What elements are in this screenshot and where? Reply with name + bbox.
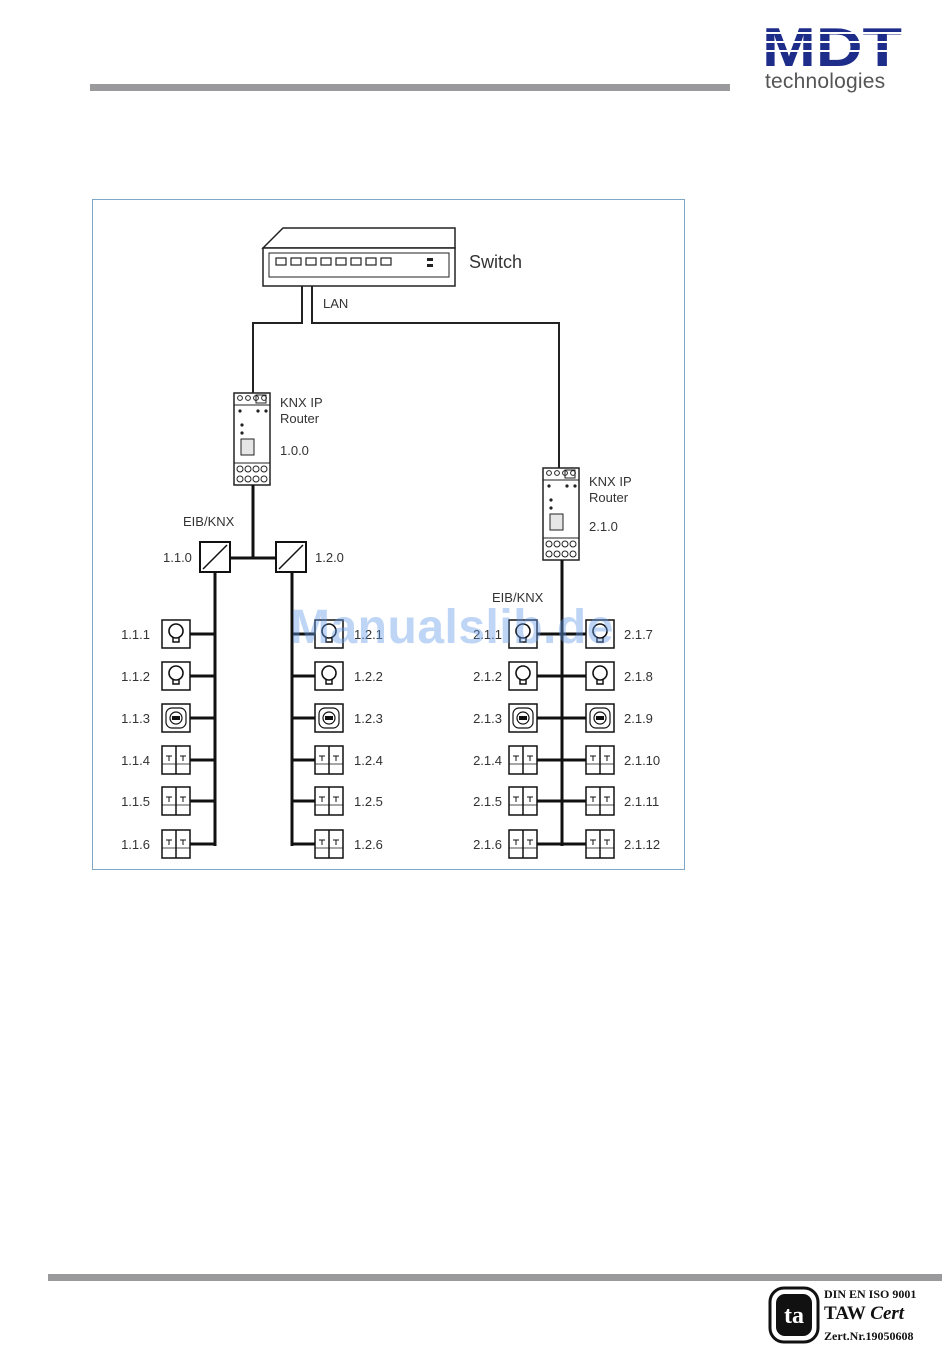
device-address-label: 2.1.6 [473, 837, 502, 852]
sensor-device-icon [314, 703, 344, 733]
pushbutton-device-icon [161, 786, 191, 816]
device-address-label: 1.2.3 [354, 711, 383, 726]
mdt-logo: MDT technologies [762, 22, 912, 98]
pushbutton-device-icon [161, 745, 191, 775]
cert-number: Zert.Nr.19050608 [824, 1329, 914, 1343]
lan-cable-router-1 [252, 286, 303, 393]
lamp-device-icon [161, 661, 191, 691]
device-address-label: 1.1.2 [121, 669, 150, 684]
pushbutton-device-icon [161, 829, 191, 859]
cert-issuer: TAW Cert [824, 1303, 905, 1324]
device-address-label: 1.2.5 [354, 794, 383, 809]
device-address-label: 2.1.10 [624, 753, 660, 768]
knx-ip-router-2-icon [542, 467, 580, 561]
device-address-label: 2.1.7 [624, 627, 653, 642]
sensor-device-icon [585, 703, 615, 733]
pushbutton-device-icon [508, 745, 538, 775]
coupler-1-address: 1.1.0 [163, 550, 192, 565]
footer-rule [48, 1274, 942, 1281]
svg-text:ta: ta [784, 1303, 804, 1329]
switch-label: Switch [469, 252, 522, 272]
pushbutton-device-icon [585, 829, 615, 859]
pushbutton-device-icon [508, 786, 538, 816]
coupler-2-address: 1.2.0 [315, 550, 344, 565]
router-1-name: KNX IP [280, 395, 323, 410]
device-address-label: 1.2.1 [354, 627, 383, 642]
pushbutton-device-icon [585, 786, 615, 816]
device-address-label: 2.1.9 [624, 711, 653, 726]
router-1-address: 1.0.0 [280, 443, 309, 458]
header-rule [90, 84, 730, 91]
device-address-label: 2.1.8 [624, 669, 653, 684]
device-address-label: 1.1.6 [121, 837, 150, 852]
device-address-label: 2.1.12 [624, 837, 660, 852]
device-address-label: 2.1.1 [473, 627, 502, 642]
watermark: Manualslib.de [290, 601, 614, 654]
lan-label: LAN [323, 296, 348, 311]
knx-ip-router-1-icon [233, 392, 271, 486]
cert-standard: DIN EN ISO 9001 [824, 1287, 917, 1301]
router-2-name: KNX IP [589, 474, 632, 489]
router-1-type: Router [280, 411, 320, 426]
lamp-device-icon [585, 661, 615, 691]
brand-subtitle: technologies [765, 70, 886, 93]
lamp-device-icon [585, 619, 615, 649]
device-address-label: 2.1.4 [473, 753, 502, 768]
sensor-device-icon [508, 703, 538, 733]
sensor-device-icon [161, 703, 191, 733]
certification-block: ta DIN EN ISO 9001 TAW Cert Zert.Nr.1905… [768, 1286, 944, 1348]
lamp-device-icon [314, 619, 344, 649]
device-address-label: 1.1.1 [121, 627, 150, 642]
device-address-label: 1.2.4 [354, 753, 383, 768]
line-coupler-2-icon [275, 541, 307, 573]
device-address-label: 1.2.2 [354, 669, 383, 684]
lan-cable-router-2 [311, 286, 560, 468]
taw-cert-badge-icon: ta [768, 1286, 820, 1344]
lamp-device-icon [508, 661, 538, 691]
router-2-address: 2.1.0 [589, 519, 618, 534]
svg-text:MDT: MDT [762, 22, 902, 70]
lamp-device-icon [508, 619, 538, 649]
device-address-label: 1.1.4 [121, 753, 150, 768]
pushbutton-device-icon [585, 745, 615, 775]
device-address-label: 2.1.3 [473, 711, 502, 726]
lamp-device-icon [161, 619, 191, 649]
line-coupler-1-icon [199, 541, 231, 573]
bus-label-eib-knx-2: EIB/KNX [492, 590, 544, 605]
device-address-label: 1.1.3 [121, 711, 150, 726]
lamp-device-icon [314, 661, 344, 691]
pushbutton-device-icon [508, 829, 538, 859]
device-address-label: 1.1.5 [121, 794, 150, 809]
device-address-label: 2.1.11 [624, 794, 659, 809]
device-address-label: 1.2.6 [354, 837, 383, 852]
bus-label-eib-knx-1: EIB/KNX [183, 514, 235, 529]
device-address-label: 2.1.5 [473, 794, 502, 809]
pushbutton-device-icon [314, 745, 344, 775]
mdt-logo-mark: MDT [762, 22, 904, 70]
pushbutton-device-icon [314, 829, 344, 859]
pushbutton-device-icon [314, 786, 344, 816]
device-address-label: 2.1.2 [473, 669, 502, 684]
ethernet-switch-icon [261, 227, 456, 287]
router-2-type: Router [589, 490, 629, 505]
